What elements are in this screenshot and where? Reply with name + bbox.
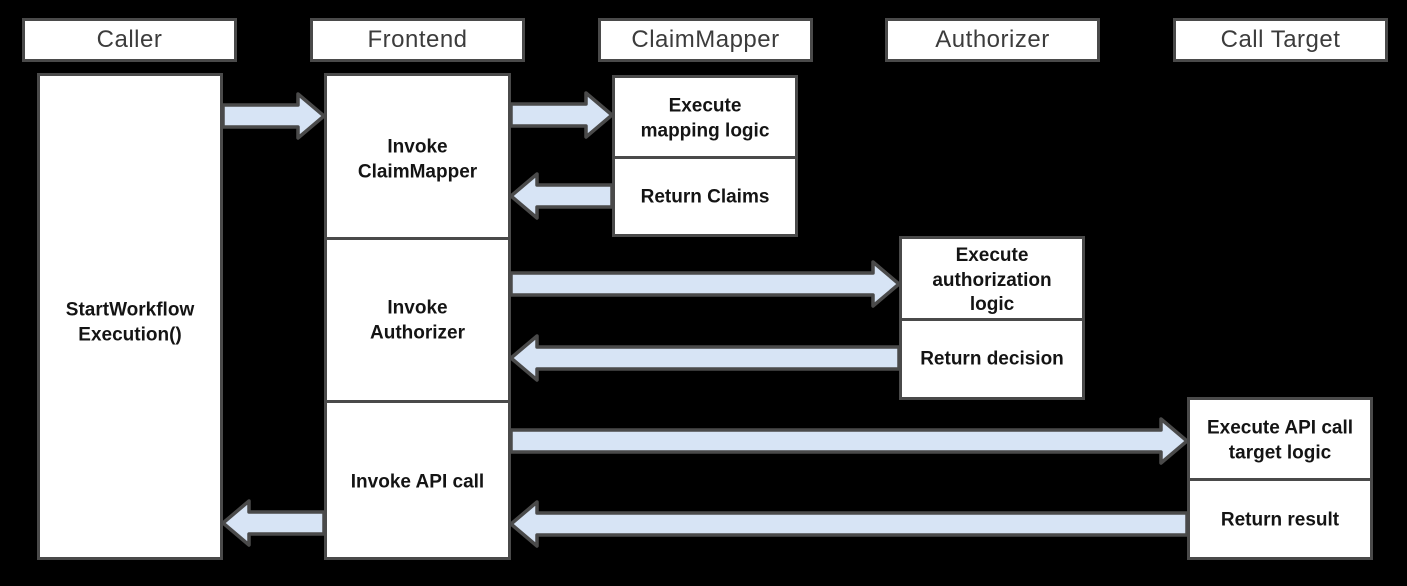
claimmapper-step-return: Return Claims bbox=[640, 186, 770, 208]
lane-header-frontend: Frontend bbox=[310, 18, 525, 62]
arrow-calltarget-to-frontend bbox=[509, 500, 1189, 548]
frontend-divider-2 bbox=[327, 400, 508, 403]
claimmapper-step-execute: Execute mapping logic bbox=[640, 95, 770, 141]
lane-header-authorizer: Authorizer bbox=[885, 18, 1100, 62]
calltarget-divider bbox=[1190, 478, 1370, 481]
arrow-authorizer-to-frontend bbox=[509, 334, 901, 382]
calltarget-step-execute: Execute API call target logic bbox=[1206, 417, 1354, 463]
arrow-frontend-to-calltarget bbox=[509, 417, 1189, 465]
frontend-step-invoke-claimmapper: Invoke ClaimMapper bbox=[357, 136, 478, 182]
arrow-frontend-to-claimmapper bbox=[509, 91, 614, 139]
arrow-claimmapper-to-frontend bbox=[509, 172, 614, 220]
arrow-caller-to-frontend bbox=[221, 92, 326, 140]
frontend-step-invoke-authorizer: Invoke Authorizer bbox=[370, 297, 465, 343]
caller-step-label: StartWorkflow Execution() bbox=[65, 299, 195, 345]
calltarget-activation-box: Execute API call target logic Return res… bbox=[1187, 397, 1373, 560]
lane-header-calltarget: Call Target bbox=[1173, 18, 1388, 62]
arrow-frontend-to-authorizer bbox=[509, 260, 901, 308]
arrow-frontend-to-caller bbox=[221, 499, 326, 547]
authorizer-step-return: Return decision bbox=[920, 348, 1064, 370]
lane-header-caller: Caller bbox=[22, 18, 237, 62]
authorizer-step-execute: Execute authorization logic bbox=[932, 244, 1052, 316]
frontend-activation-box: Invoke ClaimMapper Invoke Authorizer Inv… bbox=[324, 73, 511, 560]
claimmapper-divider bbox=[615, 156, 795, 159]
claimmapper-activation-box: Execute mapping logic Return Claims bbox=[612, 75, 798, 237]
caller-activation-box: StartWorkflow Execution() bbox=[37, 73, 223, 560]
frontend-divider-1 bbox=[327, 237, 508, 240]
authorizer-divider bbox=[902, 318, 1082, 321]
lane-header-claimmapper: ClaimMapper bbox=[598, 18, 813, 62]
calltarget-step-return: Return result bbox=[1220, 509, 1340, 531]
frontend-step-invoke-api-call: Invoke API call bbox=[350, 471, 485, 493]
authorizer-activation-box: Execute authorization logic Return decis… bbox=[899, 236, 1085, 400]
